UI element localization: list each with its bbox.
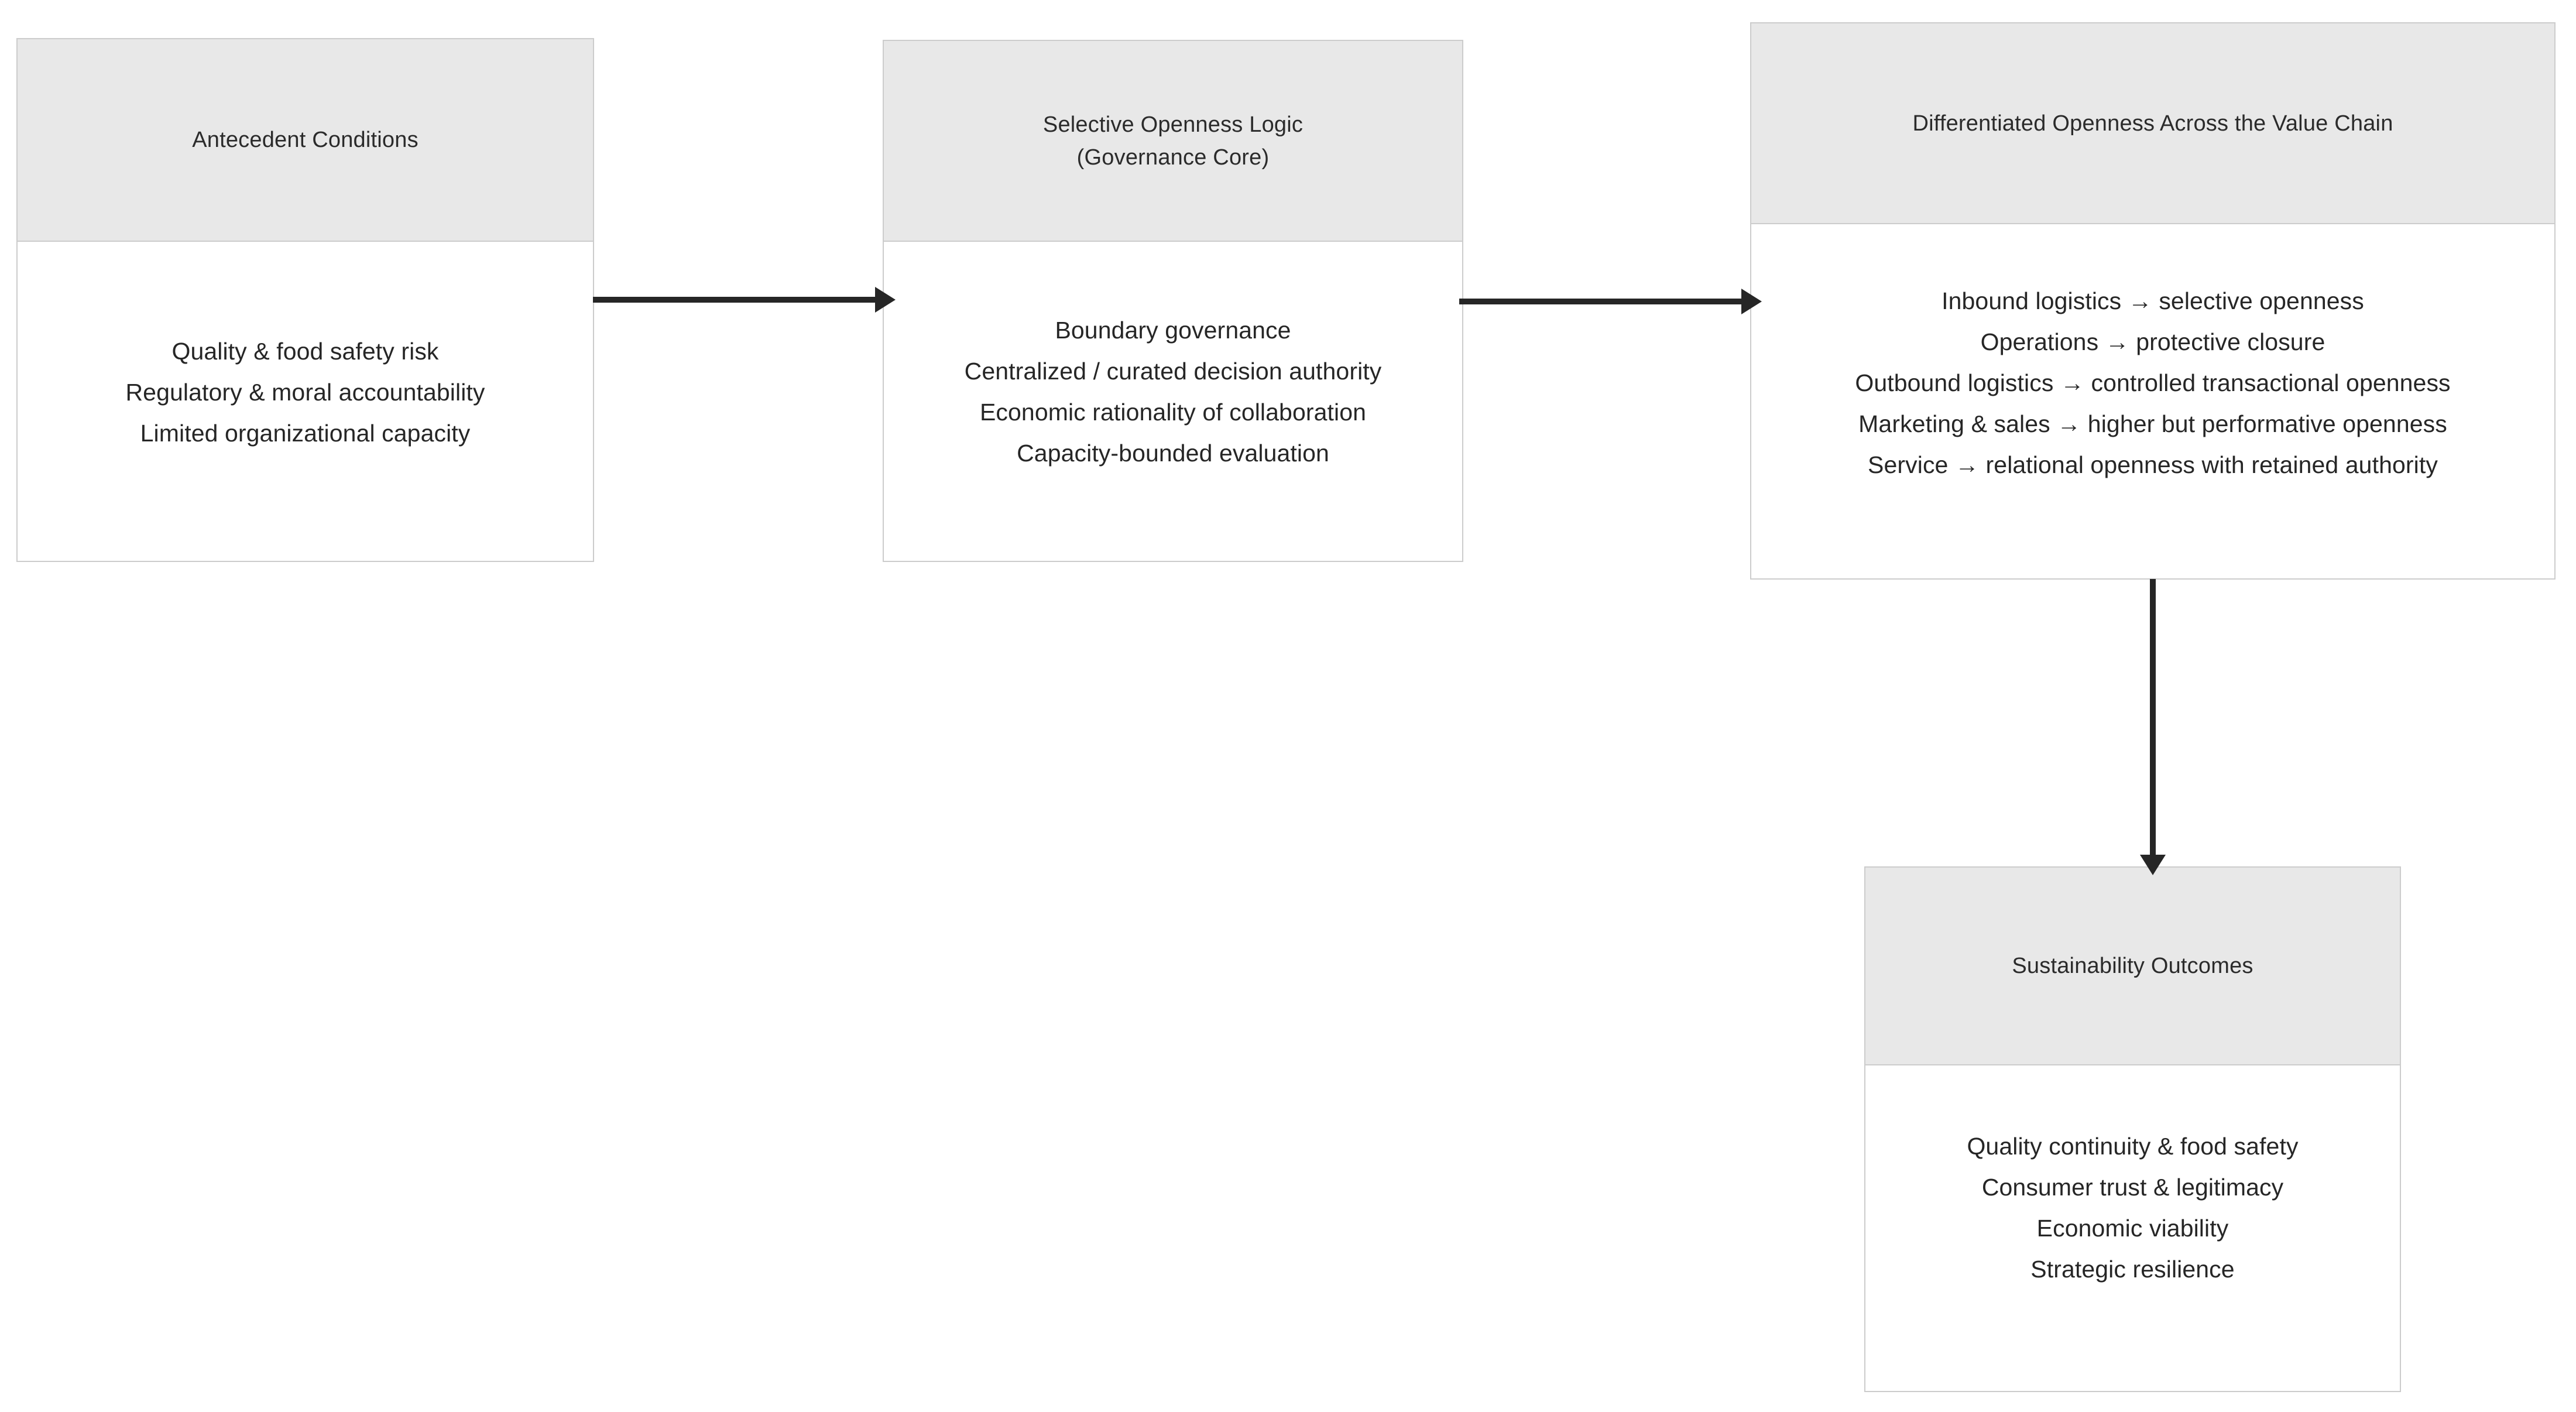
node-body-line: Boundary governance: [1055, 316, 1291, 344]
node-sustainability-outcomes-body: Quality continuity & food safety Consume…: [1865, 1065, 2400, 1391]
node-body-line: Regulatory & moral accountability: [125, 378, 485, 406]
node-body-line: Service → relational openness with retai…: [1868, 451, 2438, 478]
node-differentiated-openness-value-chain[interactable]: Differentiated Openness Across the Value…: [1750, 22, 2556, 580]
node-body-line: Quality & food safety risk: [171, 337, 439, 365]
node-differentiated-openness-value-chain-body: Inbound logistics → selective openness O…: [1751, 224, 2554, 578]
node-header-line: Sustainability Outcomes: [2012, 954, 2253, 978]
node-differentiated-openness-value-chain-header: Differentiated Openness Across the Value…: [1751, 23, 2554, 224]
node-header-line: Differentiated Openness Across the Value…: [1912, 111, 2393, 136]
node-sustainability-outcomes[interactable]: Sustainability Outcomes Quality continui…: [1864, 866, 2401, 1392]
node-header-line: Antecedent Conditions: [192, 128, 419, 152]
arrow-logic-to-value-chain: [1459, 289, 1762, 314]
node-selective-openness-logic[interactable]: Selective Openness Logic (Governance Cor…: [883, 40, 1463, 562]
node-body-line: Economic viability: [2036, 1215, 2229, 1242]
node-body-line: Strategic resilience: [2030, 1256, 2235, 1283]
node-body-line: Operations → protective closure: [1980, 328, 2325, 355]
arrow-value-chain-to-outcomes: [2140, 579, 2166, 875]
node-selective-openness-logic-header: Selective Openness Logic (Governance Cor…: [884, 41, 1462, 242]
node-antecedent-conditions[interactable]: Antecedent Conditions Quality & food saf…: [16, 38, 594, 562]
node-body-line: Outbound logistics → controlled transact…: [1855, 369, 2451, 396]
node-header-line: Selective Openness Logic: [1042, 112, 1304, 137]
node-body-line: Inbound logistics → selective openness: [1942, 287, 2364, 314]
node-antecedent-conditions-header: Antecedent Conditions: [18, 39, 593, 242]
node-body-line: Centralized / curated decision authority: [964, 357, 1382, 385]
node-body-line: Limited organizational capacity: [140, 419, 471, 447]
node-body-line: Consumer trust & legitimacy: [1981, 1174, 2284, 1201]
node-sustainability-outcomes-header: Sustainability Outcomes: [1865, 868, 2400, 1065]
node-antecedent-conditions-body: Quality & food safety risk Regulatory & …: [18, 242, 593, 561]
node-body-line: Economic rationality of collaboration: [979, 398, 1367, 426]
node-header-line: (Governance Core): [1076, 145, 1270, 170]
arrow-antecedent-to-logic: [593, 287, 896, 313]
node-body-line: Capacity-bounded evaluation: [1017, 439, 1329, 467]
node-selective-openness-logic-body: Boundary governance Centralized / curate…: [884, 242, 1462, 561]
node-body-line: Marketing & sales → higher but performat…: [1858, 410, 2447, 437]
node-body-line: Quality continuity & food safety: [1967, 1133, 2299, 1160]
